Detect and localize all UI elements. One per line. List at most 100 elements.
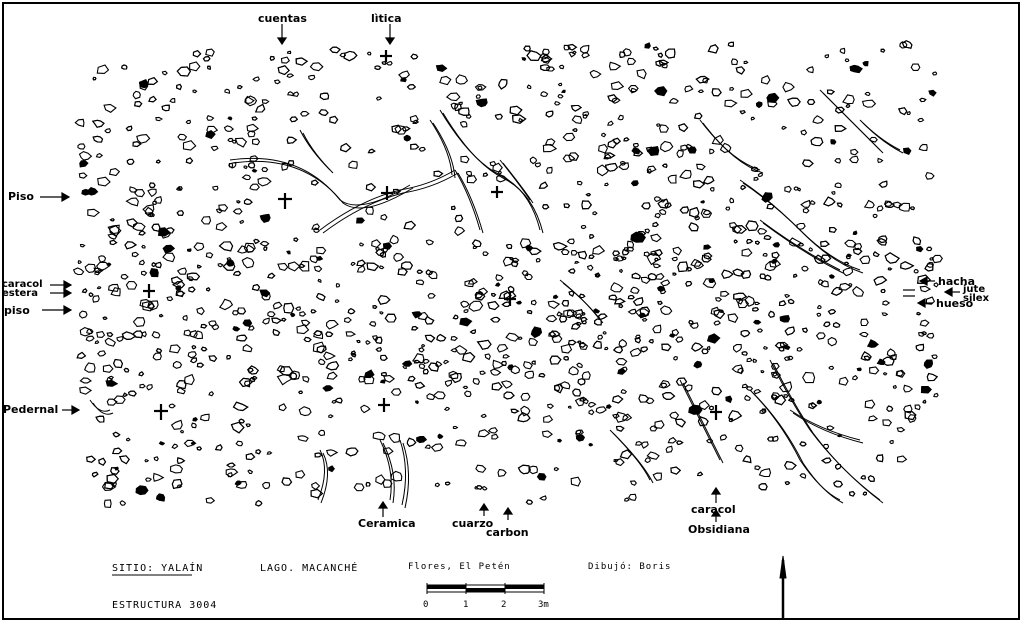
stone	[322, 385, 334, 392]
stone	[757, 172, 764, 178]
stone	[731, 58, 739, 65]
arrow-markers	[40, 24, 960, 522]
stone	[570, 250, 578, 256]
stone	[350, 350, 356, 356]
stone	[530, 299, 537, 306]
stone	[655, 123, 661, 127]
stone	[152, 352, 162, 361]
stone	[475, 291, 486, 301]
stone	[585, 193, 592, 197]
root-line	[699, 119, 761, 171]
stone	[134, 100, 143, 108]
stone	[449, 372, 462, 384]
stone	[192, 89, 198, 94]
stone	[646, 451, 660, 460]
stone	[191, 422, 197, 429]
stone	[107, 233, 118, 240]
stone	[844, 58, 850, 63]
stone	[882, 419, 893, 427]
stone	[102, 364, 114, 373]
stone	[92, 295, 100, 303]
stone	[498, 290, 512, 299]
stone	[325, 361, 340, 371]
stone	[796, 222, 806, 230]
stone	[311, 481, 321, 491]
stone	[155, 116, 163, 122]
stone	[247, 325, 255, 331]
stone	[394, 125, 407, 135]
stone	[763, 234, 772, 240]
structure-label: ESTRUCTURA 3004	[112, 600, 218, 611]
stone	[77, 143, 86, 150]
stone	[161, 70, 168, 76]
stone	[319, 92, 330, 101]
stone	[247, 162, 256, 169]
root-line	[679, 379, 721, 461]
stone	[153, 456, 159, 462]
stone	[613, 257, 620, 262]
scale-tick-label: 3m	[538, 600, 549, 610]
stone	[929, 256, 935, 261]
stone	[821, 457, 832, 464]
stone	[589, 69, 602, 79]
stone	[448, 370, 459, 380]
stone	[904, 411, 917, 421]
stone	[495, 282, 501, 287]
stone	[898, 202, 911, 212]
stone	[434, 482, 441, 488]
stone	[475, 98, 488, 108]
stone	[687, 266, 693, 272]
stone	[658, 379, 671, 389]
stone	[379, 311, 384, 315]
stone	[632, 143, 640, 148]
stone	[925, 296, 936, 305]
stone	[199, 413, 210, 422]
stone	[770, 362, 780, 370]
stone	[887, 267, 893, 271]
stone	[259, 213, 271, 223]
stone	[575, 313, 582, 320]
stone	[490, 292, 497, 298]
stone	[368, 321, 377, 327]
stone	[208, 390, 215, 397]
stone	[745, 220, 759, 232]
stone	[897, 455, 908, 463]
stone	[574, 260, 580, 264]
stone	[385, 60, 393, 66]
stone	[581, 371, 591, 380]
stone	[614, 458, 625, 467]
stone	[766, 92, 780, 103]
stone	[109, 239, 118, 246]
stone	[298, 263, 306, 268]
stone	[459, 317, 473, 327]
stone	[148, 302, 155, 309]
root-line	[822, 92, 884, 154]
stone	[741, 351, 748, 356]
stone	[138, 230, 146, 236]
stone	[612, 250, 621, 257]
stone	[671, 256, 678, 262]
stone	[378, 265, 385, 270]
stone	[140, 270, 148, 276]
stone	[617, 367, 627, 375]
stone	[418, 363, 426, 370]
stone	[753, 389, 762, 395]
stone	[132, 222, 146, 231]
stone	[317, 278, 322, 283]
stone	[247, 367, 254, 374]
stone	[348, 160, 358, 169]
stone	[112, 358, 123, 369]
stone	[243, 198, 253, 205]
stone	[883, 200, 893, 207]
stone	[122, 392, 129, 398]
stone	[556, 311, 564, 317]
stone	[126, 437, 131, 442]
stone	[334, 397, 343, 404]
stone	[435, 64, 448, 72]
root-line	[752, 392, 844, 504]
stone	[500, 380, 513, 389]
stone	[139, 383, 146, 389]
stone	[523, 45, 531, 52]
stone	[848, 282, 853, 287]
stone	[658, 208, 667, 215]
